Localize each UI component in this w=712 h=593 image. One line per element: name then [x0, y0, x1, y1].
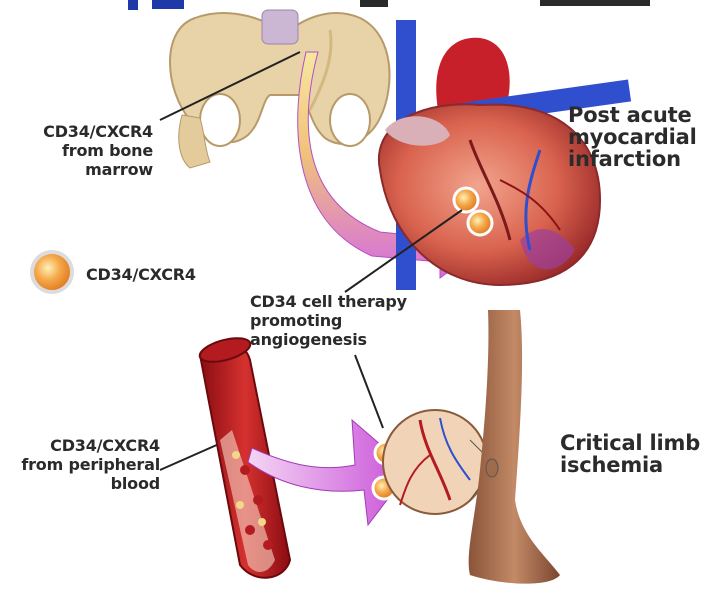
bone-marrow-label: CD34/CXCR4 from bone marrow: [8, 122, 153, 179]
pelvis-illustration: [170, 10, 390, 168]
therapy-label: CD34 cell therapy promoting angiogenesis: [250, 292, 450, 349]
legend-cell-label: CD34/CXCR4: [86, 265, 196, 284]
leader-therapy-2: [355, 355, 383, 428]
blood-vessel-illustration: [197, 334, 290, 578]
post-acute-mi-label: Post acute myocardial infarction: [568, 104, 708, 170]
critical-limb-label: Critical limb ischemia: [560, 432, 710, 476]
stem-cell-icon: [32, 252, 72, 292]
title-remnant: [128, 0, 650, 10]
peripheral-blood-label: CD34/CXCR4 from peripheral blood: [5, 436, 160, 493]
leg-illustration: [469, 310, 560, 584]
